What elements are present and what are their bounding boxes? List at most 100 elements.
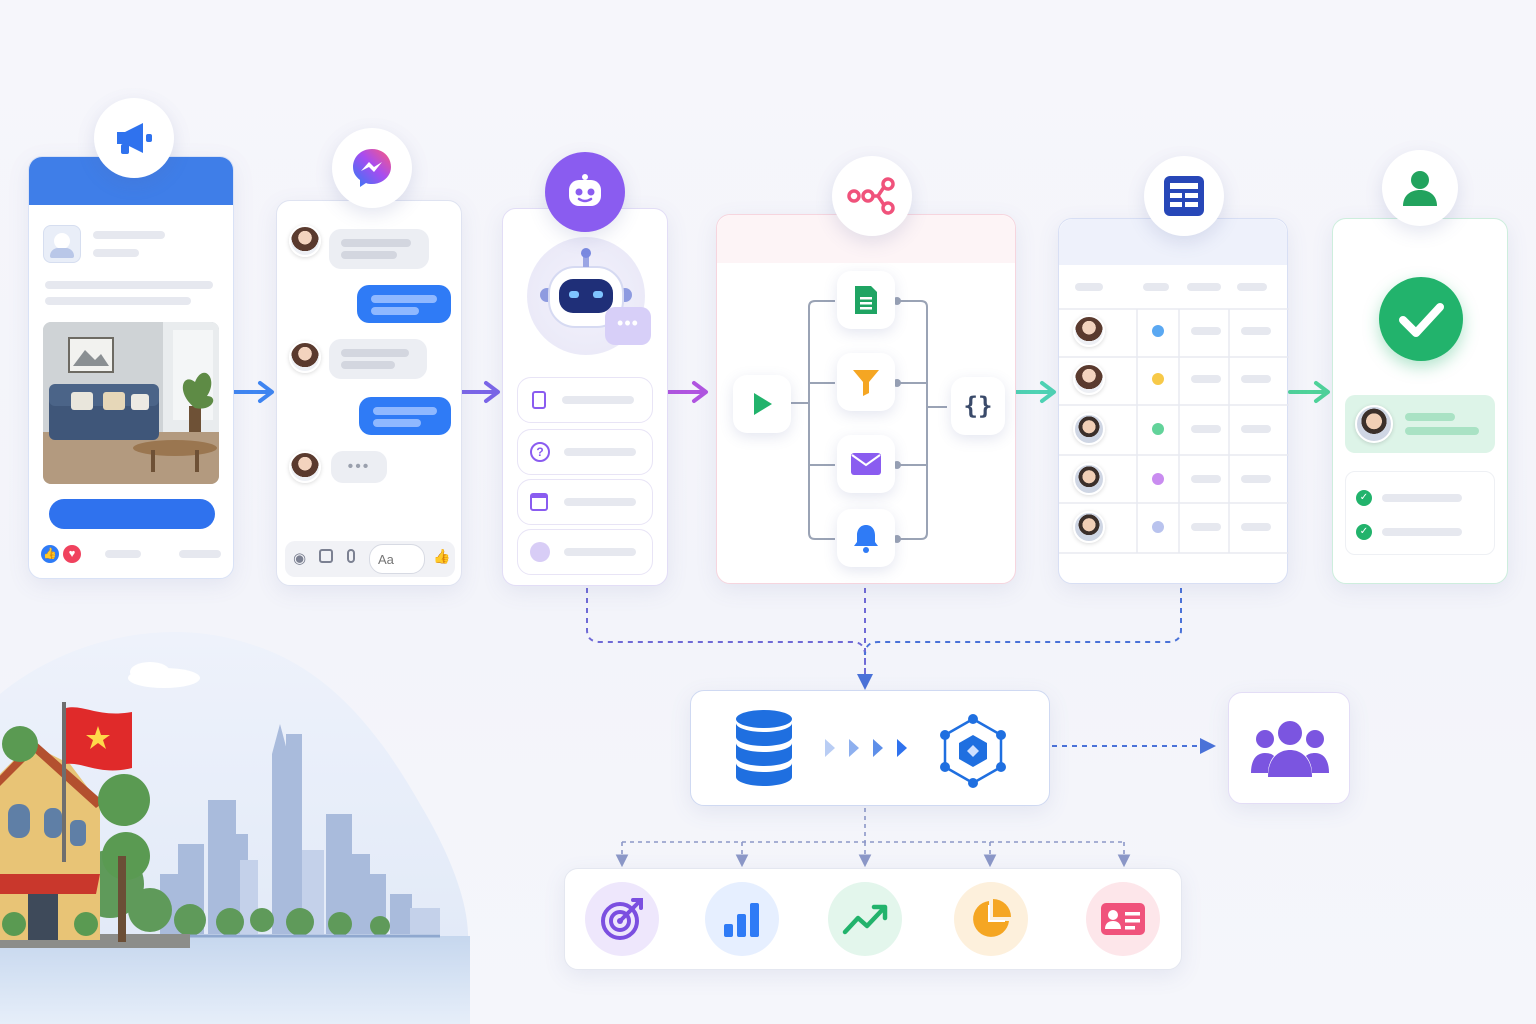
bar-chart-icon — [724, 903, 759, 937]
calendar-icon — [530, 493, 548, 511]
messenger-icon — [332, 128, 412, 208]
share-nodes-icon — [832, 156, 912, 236]
table-cell — [1241, 375, 1271, 383]
audience-card — [1228, 692, 1350, 804]
ticket-icon — [530, 542, 550, 562]
table-cell — [1191, 425, 1221, 433]
kpi-reports[interactable] — [705, 882, 779, 956]
id-card-icon — [1101, 903, 1145, 935]
success-check-icon — [1379, 277, 1463, 361]
qualified-lead-card: ✓ ✓ — [1332, 218, 1508, 584]
like-icon[interactable]: 👍 — [433, 548, 451, 564]
contact-avatar — [1073, 463, 1105, 495]
chatbot-option-ticket[interactable] — [517, 529, 653, 575]
customer-avatar — [289, 451, 321, 483]
table-icon — [1144, 156, 1224, 236]
table-cell — [1241, 523, 1271, 531]
chatbot-option-form[interactable] — [517, 377, 653, 423]
living-room-photo — [43, 322, 219, 484]
chatbot-option-faq[interactable]: ? — [517, 429, 653, 475]
table-cell — [1191, 523, 1221, 531]
check-icon: ✓ — [1356, 490, 1372, 506]
table-cell — [1191, 327, 1221, 335]
automation-flow-card: {} — [716, 214, 1016, 584]
kpi-contacts[interactable] — [1086, 882, 1160, 956]
table-cell — [1191, 475, 1221, 483]
messenger-chat-card: ••• ◉ 👍 — [276, 200, 462, 586]
filter-node[interactable] — [837, 353, 895, 411]
flow-arrow-3 — [666, 381, 708, 403]
contact-avatar — [1073, 315, 1105, 347]
message-input[interactable] — [369, 544, 425, 574]
contact-avatar — [1073, 363, 1105, 395]
play-icon — [754, 393, 772, 415]
hexagon-network-icon — [940, 714, 1006, 788]
trigger-node[interactable] — [733, 375, 791, 433]
bell-icon — [854, 525, 878, 553]
target-icon — [601, 898, 643, 940]
data-transfer-chevrons — [825, 739, 907, 757]
notification-node[interactable] — [837, 509, 895, 567]
kpi-segments[interactable] — [954, 882, 1028, 956]
message-composer: ◉ 👍 — [285, 541, 455, 577]
kpi-growth[interactable] — [828, 882, 902, 956]
flow-arrow-1 — [232, 381, 274, 403]
typing-indicator: ••• — [331, 451, 387, 483]
chatbot-option-booking[interactable] — [517, 479, 653, 525]
lead-avatar — [1355, 405, 1393, 443]
question-icon: ? — [530, 442, 550, 462]
chatbot-card: ••• ? — [502, 208, 668, 586]
status-dot — [1152, 325, 1164, 337]
flow-arrow-5 — [1288, 381, 1330, 403]
like-reaction-icon: 👍 — [41, 545, 59, 563]
data-hub-card — [690, 690, 1050, 806]
contact-avatar — [1073, 413, 1105, 445]
page-avatar — [43, 225, 81, 263]
sheets-icon — [855, 286, 877, 314]
flow-arrow-4 — [1014, 381, 1056, 403]
mail-icon — [851, 453, 881, 475]
flow-arrow-2 — [458, 381, 500, 403]
customer-avatar — [289, 341, 321, 373]
check-icon: ✓ — [1356, 524, 1372, 540]
megaphone-icon — [94, 98, 174, 178]
image-icon[interactable] — [319, 549, 333, 563]
sheets-node[interactable] — [837, 271, 895, 329]
microphone-icon[interactable] — [347, 549, 355, 563]
code-node[interactable]: {} — [951, 377, 1005, 435]
robot-icon — [545, 152, 625, 232]
code-braces-icon: {} — [963, 392, 993, 420]
customer-avatar — [289, 225, 321, 257]
user-group-icon — [1251, 721, 1329, 777]
flow-lines — [783, 297, 947, 543]
contact-avatar — [1073, 511, 1105, 543]
pie-chart-icon — [973, 899, 1011, 937]
trend-up-icon — [842, 904, 888, 935]
kpi-targeting[interactable] — [585, 882, 659, 956]
camera-icon[interactable]: ◉ — [293, 550, 307, 567]
table-grid — [1059, 308, 1289, 554]
email-node[interactable] — [837, 435, 895, 493]
chat-bubble-icon: ••• — [605, 307, 651, 345]
database-icon — [736, 710, 792, 786]
table-cell — [1241, 327, 1271, 335]
crm-table-card — [1058, 218, 1289, 584]
table-cell — [1191, 375, 1221, 383]
facebook-ad-card: 👍 ♥ — [28, 156, 234, 579]
filter-icon — [853, 370, 879, 396]
table-cell — [1241, 425, 1271, 433]
status-dot — [1152, 423, 1164, 435]
incoming-message — [329, 339, 427, 379]
vietnam-city-illustration — [0, 632, 470, 1024]
robot-avatar — [527, 237, 645, 355]
incoming-message — [329, 229, 429, 269]
status-dot — [1152, 521, 1164, 533]
outgoing-message — [357, 285, 451, 323]
status-dot — [1152, 373, 1164, 385]
status-dot — [1152, 473, 1164, 485]
love-reaction-icon: ♥ — [63, 545, 81, 563]
cta-button[interactable] — [49, 499, 215, 529]
table-cell — [1241, 475, 1271, 483]
outgoing-message — [359, 397, 451, 435]
